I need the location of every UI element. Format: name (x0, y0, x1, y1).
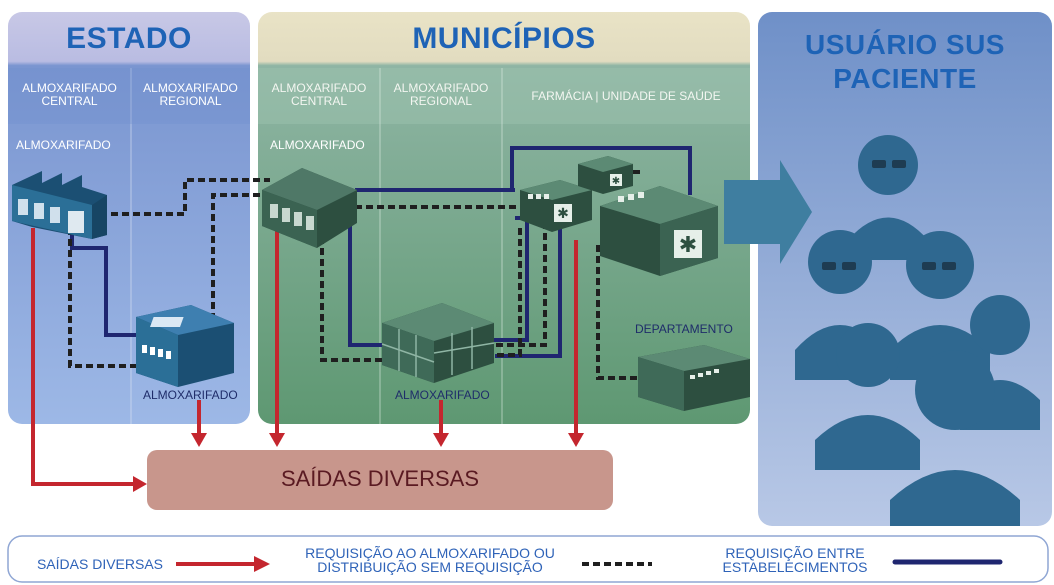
usuario-title: USUÁRIO SUS PACIENTE (758, 28, 1052, 96)
warehouse-icon (262, 168, 357, 248)
legend-requisicao-line2: DISTRIBUIÇÃO SEM REQUISIÇÃO (317, 559, 543, 575)
municipios-col-regional: ALMOXARIFADO REGIONAL (393, 81, 489, 108)
estado-title: ESTADO (66, 22, 192, 55)
legend-entre-line1: REQUISIÇÃO ENTRE (725, 545, 865, 561)
boxes-icon (381, 303, 495, 383)
building-icon (136, 305, 234, 387)
legend-entre: REQUISIÇÃO ENTRE ESTABELECIMENTOS (710, 546, 880, 574)
big-arrow-icon (724, 160, 812, 264)
warehouse-icon (12, 171, 107, 239)
saidas-box-label: SAÍDAS DIVERSAS (280, 466, 480, 491)
legend-saidas: SAÍDAS DIVERSAS (36, 556, 164, 572)
municipios-col-farmacia: FARMÁCIA | UNIDADE DE SAÚDE (531, 89, 721, 103)
svg-text:✱: ✱ (679, 233, 697, 258)
municipios-central-label: ALMOXARIFADO (270, 138, 365, 152)
building-icon (638, 345, 750, 411)
pharmacy-icon: ✱ (520, 180, 592, 232)
municipios-title: MUNICÍPIOS (412, 22, 596, 55)
estado-col-regional: ALMOXARIFADO REGIONAL (143, 81, 238, 108)
municipios-regional-label: ALMOXARIFADO (395, 388, 490, 402)
pharmacy-icon: ✱ (578, 156, 633, 194)
legend-requisicao-line1: REQUISIÇÃO AO ALMOXARIFADO OU (305, 545, 555, 561)
dashed-connections (68, 170, 640, 380)
estado-col-central: ALMOXARIFADO CENTRAL (22, 81, 117, 108)
municipios-col-central: ALMOXARIFADO CENTRAL (271, 81, 367, 108)
estado-regional-label: ALMOXARIFADO (143, 388, 238, 402)
people-icon (795, 135, 1040, 526)
departamento-label: DEPARTAMENTO (635, 322, 733, 336)
estado-central-label: ALMOXARIFADO (16, 138, 111, 152)
legend-requisicao: REQUISIÇÃO AO ALMOXARIFADO OU DISTRIBUIÇ… (290, 546, 570, 574)
hospital-icon: ✱ (600, 186, 718, 276)
saidas-box (147, 450, 613, 510)
svg-text:✱: ✱ (557, 206, 569, 222)
usuario-title-line2: PACIENTE (833, 63, 977, 94)
legend-entre-line2: ESTABELECIMENTOS (722, 559, 868, 575)
usuario-title-line1: USUÁRIO SUS (805, 29, 1005, 60)
svg-text:✱: ✱ (612, 176, 620, 187)
glasses-icon (822, 160, 956, 270)
red-arrows (31, 228, 578, 486)
legend-box (7, 535, 1049, 583)
